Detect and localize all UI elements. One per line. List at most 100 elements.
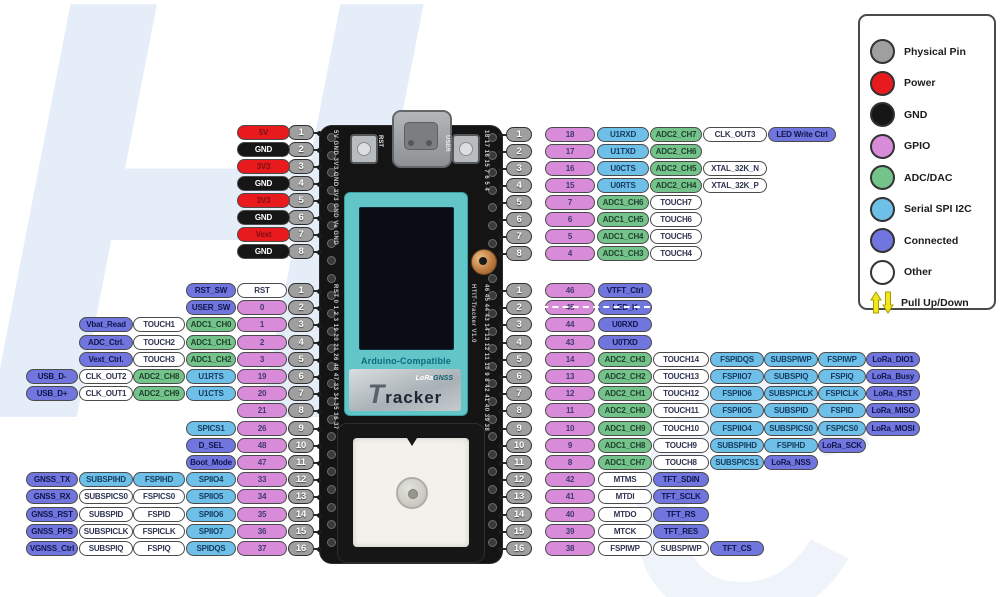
legend-label: ADC/DAC xyxy=(904,171,953,184)
pin-label-adc2-ch8: ADC2_CH8 xyxy=(133,369,185,384)
pin-connector-line xyxy=(499,376,507,378)
pcb-pin-hole xyxy=(488,168,497,178)
pin-connector-dot xyxy=(498,477,503,483)
pin-label-40: 40 xyxy=(545,507,595,522)
pin-label-touch9: TOUCH9 xyxy=(653,438,709,453)
pin-connector-dot xyxy=(317,374,322,380)
pin-label-tft-res: TFT_RES xyxy=(653,524,709,539)
pin-label-17: 17 xyxy=(545,144,595,159)
pin-label-fspics0: FSPICS0 xyxy=(818,421,866,436)
pin-label-4: 4 xyxy=(545,246,595,261)
pin-connector-dot xyxy=(498,391,503,397)
pcb-pin-hole xyxy=(488,397,497,406)
physical-pin-rightmain-8: 8 xyxy=(506,403,532,418)
pcb-pin-hole xyxy=(326,520,336,530)
pin-label-41: 41 xyxy=(545,489,595,504)
pin-connector-dot xyxy=(317,408,322,414)
pin-connector-line xyxy=(499,134,507,136)
pin-label-xtal-32k-n: XTAL_32K_N xyxy=(703,161,767,176)
pcb-pin-hole xyxy=(326,185,336,195)
physical-pin-leftmain-6: 6 xyxy=(288,369,314,384)
pin-label-gnd: GND xyxy=(237,210,290,225)
pin-connector-dot xyxy=(498,460,503,466)
pin-connector-line xyxy=(499,410,507,412)
pcb-pin-hole xyxy=(488,273,497,283)
pin-label-39: 39 xyxy=(545,524,595,539)
pin-label-fspiclk: FSPICLK xyxy=(818,386,866,401)
pcb-pin-hole xyxy=(326,309,336,318)
pin-label-lora-nss: LoRa_NSS xyxy=(764,455,818,470)
pcb-pin-hole xyxy=(488,150,497,160)
pin-connector-dot xyxy=(498,305,503,311)
pin-connector-dot xyxy=(498,166,503,172)
pcb-pin-hole xyxy=(326,361,336,371)
pin-label-gnd: GND xyxy=(237,176,290,191)
pin-label-vbat-read: Vbat_Read xyxy=(79,317,133,332)
pin-label-vext: Vext xyxy=(237,227,290,242)
arduino-compatible-text: Arduino-Compatible xyxy=(360,356,452,366)
pin-label-1: 1 xyxy=(237,317,287,332)
pcb-pin-hole xyxy=(488,291,497,301)
physical-pin-rightmain-4: 4 xyxy=(506,335,532,350)
pin-label-38: 38 xyxy=(545,541,595,556)
silkscreen-left-gpio: RST 0 1 2 3 19 20 21 26 48 47 33 34 35 3… xyxy=(332,284,338,430)
pin-label-adc-ctrl: ADC_Ctrl. xyxy=(79,335,133,350)
physical-pin-leftmain-7: 7 xyxy=(288,386,314,401)
pcb-pin-hole xyxy=(326,397,336,406)
pin-label-adc1-ch7: ADC1_CH7 xyxy=(598,455,652,470)
physical-pin-rightmain-6: 6 xyxy=(506,369,532,384)
pin-connector-dot xyxy=(498,374,503,380)
physical-pin-rightmain-1: 1 xyxy=(506,283,532,298)
physical-pin-rightmain-7: 7 xyxy=(506,386,532,401)
pin-label-mtdo: MTDO xyxy=(598,507,652,522)
pin-label-touch14: TOUCH14 xyxy=(653,352,709,367)
pin-label-u0cts: U0CTS xyxy=(597,161,649,176)
pin-label-fspics0: FSPICS0 xyxy=(133,489,185,504)
pin-connector-line xyxy=(499,514,507,516)
rst-button xyxy=(350,134,378,164)
pin-label-adc2-ch0: ADC2_CH0 xyxy=(598,403,652,418)
physical-pin-leftpower-5: 5 xyxy=(288,193,314,208)
physical-pin-leftmain-4: 4 xyxy=(288,335,314,350)
pin-label-18: 18 xyxy=(545,127,595,142)
pin-connector-dot xyxy=(317,181,322,187)
pin-connector-line xyxy=(499,151,507,153)
silkscreen-right-top: 18 17 16 15 7 6 5 4 xyxy=(483,130,489,192)
pin-label-14: 14 xyxy=(545,352,595,367)
physical-pin-leftpower-4: 4 xyxy=(288,176,314,191)
pin-connector-dot xyxy=(498,200,503,206)
pin-label-fspihd: FSPIHD xyxy=(764,438,818,453)
pin-label-adc1-ch0: ADC1_CH0 xyxy=(186,317,236,332)
pin-label-subspid: SUBSPID xyxy=(79,507,133,522)
pin-connector-dot xyxy=(317,147,322,153)
pin-connector-dot xyxy=(317,357,322,363)
pin-label-subspics1: SUBSPICS1 xyxy=(710,455,764,470)
physical-pin-leftmain-11: 11 xyxy=(288,455,314,470)
pin-label-gnss-rx: GNSS_RX xyxy=(26,489,78,504)
pin-label-3: 3 xyxy=(237,352,287,367)
pin-label-rst-sw: RST_SW xyxy=(186,283,236,298)
pin-label-touch6: TOUCH6 xyxy=(650,212,702,227)
pin-label-lora-dio1: LoRa_DIO1 xyxy=(866,352,920,367)
physical-pin-rightmain-13: 13 xyxy=(506,489,532,504)
pin-label-5v: 5V xyxy=(237,125,290,140)
pin-connector-dot xyxy=(317,232,322,238)
pin-label-touch1: TOUCH1 xyxy=(133,317,185,332)
pin-label-spiio4: SPIIO4 xyxy=(186,472,236,487)
physical-pin-rightmain-9: 9 xyxy=(506,421,532,436)
ledk-dashed-line xyxy=(532,306,650,308)
pcb-pin-hole xyxy=(326,150,336,160)
pin-label-48: 48 xyxy=(237,438,287,453)
gps-antenna-module xyxy=(337,423,485,563)
tft-screen-module: Arduino-Compatible LoRaGNSS Tracker xyxy=(344,192,468,416)
pin-label-adc2-ch6: ADC2_CH6 xyxy=(650,144,702,159)
pin-label-touch13: TOUCH13 xyxy=(653,369,709,384)
pin-label-subspiq: SUBSPIQ xyxy=(79,541,133,556)
pin-label-gnss-tx: GNSS_TX xyxy=(26,472,78,487)
pcb-pin-hole xyxy=(488,379,497,389)
pin-label-vext-ctrl: Vext_Ctrl. xyxy=(79,352,133,367)
pin-label-touch11: TOUCH11 xyxy=(653,403,709,418)
pin-connector-line xyxy=(499,479,507,481)
physical-pin-righttop-3: 3 xyxy=(506,161,532,176)
